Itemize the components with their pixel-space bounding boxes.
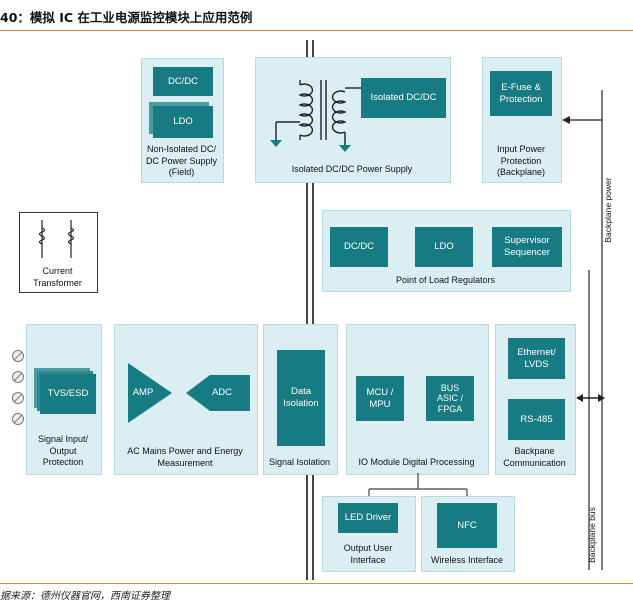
data-isolation-box: Data Isolation xyxy=(277,350,325,446)
ground-icon-left xyxy=(270,140,282,147)
backplane-power-label: Backplane power xyxy=(603,177,613,243)
pol-ldo-box: LDO xyxy=(415,227,473,267)
non-isolated-ldo-box: LDO xyxy=(153,106,213,138)
non-isolated-dcdc-box: DC/DC xyxy=(153,67,213,96)
led-driver-box: LED Driver xyxy=(338,503,398,533)
non-isolated-caption: Non-Isolated DC/ DC Power Supply (Field) xyxy=(145,144,218,178)
ground-icon-right xyxy=(339,145,351,152)
current-transformer-coil-icon xyxy=(38,220,75,258)
tvs-esd-box: TVS/ESD xyxy=(40,374,96,414)
footer-rule xyxy=(0,583,633,584)
pol-supervisor-box: Supervisor Sequencer xyxy=(492,227,562,267)
bus-link-arrow-left xyxy=(576,394,583,402)
power-feed-arrow xyxy=(562,116,570,124)
central-bus-line-left xyxy=(306,40,308,580)
adc-shape-icon xyxy=(186,375,250,411)
current-transformer-panel xyxy=(19,212,98,293)
figure-title: 40：模拟 IC 在工业电源监控模块上应用范例 xyxy=(0,10,253,25)
signal-isolation-caption: Signal Isolation xyxy=(268,457,331,467)
mcu-box: MCU / MPU xyxy=(356,376,404,421)
source-note: 据来源：德州仪器官网，西南证券整理 xyxy=(0,591,170,602)
transformer-icon xyxy=(275,80,361,145)
pol-dcdc-box: DC/DC xyxy=(330,227,388,267)
central-bus-line-right xyxy=(312,40,314,580)
adc-label: ADC xyxy=(211,387,233,398)
current-transformer-caption: Current Transformer xyxy=(33,266,82,288)
isolated-caption: Isolated DC/DC Power Supply xyxy=(291,164,413,174)
terminal-screws-icon xyxy=(12,350,24,425)
amp-triangle-icon xyxy=(128,363,172,423)
header-rule xyxy=(0,30,633,31)
signal-input-caption: Signal Input/ Output Protection xyxy=(37,434,89,468)
backplane-bus-label: Backplane bus xyxy=(587,507,597,563)
output-user-caption: Output User Interface xyxy=(343,543,393,565)
input-power-caption: Input Power Protection (Backplane) xyxy=(496,144,546,178)
nfc-box: NFC xyxy=(437,503,497,548)
pol-caption: Point of Load Regulators xyxy=(395,275,496,285)
rs485-box: RS-485 xyxy=(508,399,565,440)
isolated-dcdc-box: Isolated DC/DC xyxy=(361,78,446,118)
bus-asic-box: BUS ASIC / FPGA xyxy=(426,376,474,421)
ac-mains-caption: AC Mains Power and Energy Measurement xyxy=(127,446,243,468)
bus-link-arrow-right xyxy=(598,394,605,402)
backpane-caption: Backpane Communication xyxy=(503,446,566,468)
ethernet-box: Ethernet/ LVDS xyxy=(508,338,565,379)
io-module-caption: IO Module Digital Processing xyxy=(358,457,475,467)
amp-label: AMP xyxy=(132,387,154,398)
wireless-caption: Wireless Interface xyxy=(430,555,504,565)
efuse-box: E-Fuse & Protection xyxy=(490,71,552,116)
